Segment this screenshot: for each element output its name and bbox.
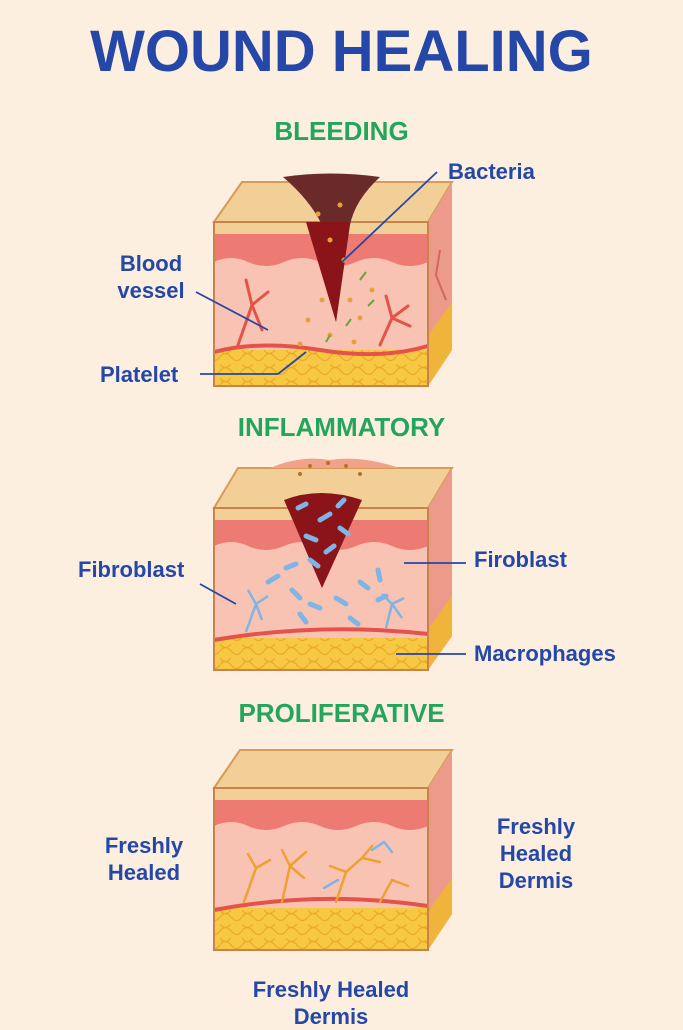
label-freshly-healed: Freshly Healed [104, 833, 184, 885]
label-blood-vessel: Blood vessel [117, 251, 185, 303]
skin-block-inflammatory [212, 458, 454, 671]
leader-lines-inflammatory [199, 562, 466, 655]
label-bacteria: Bacteria [448, 159, 535, 184]
label-fibroblast-right: Firoblast [474, 547, 567, 572]
label-fibroblast-left: Fibroblast [78, 557, 185, 582]
leader-lines-bleeding [195, 171, 438, 375]
skin-block-bleeding [212, 173, 454, 387]
label-freshly-healed-dermis-right: Freshly Healed Dermis [496, 814, 576, 893]
page-title: WOUND HEALING [90, 19, 593, 84]
stage-heading-bleeding: BLEEDING [274, 116, 409, 146]
skin-block-proliferative [212, 749, 454, 951]
stage-heading-inflammatory: INFLAMMATORY [237, 412, 446, 442]
label-macrophages: Macrophages [474, 641, 616, 666]
label-platelet: Platelet [100, 362, 179, 387]
stage-heading-proliferative: PROLIFERATIVE [238, 698, 445, 728]
label-freshly-healed-dermis-bottom: Freshly Healed Dermis [252, 977, 410, 1029]
